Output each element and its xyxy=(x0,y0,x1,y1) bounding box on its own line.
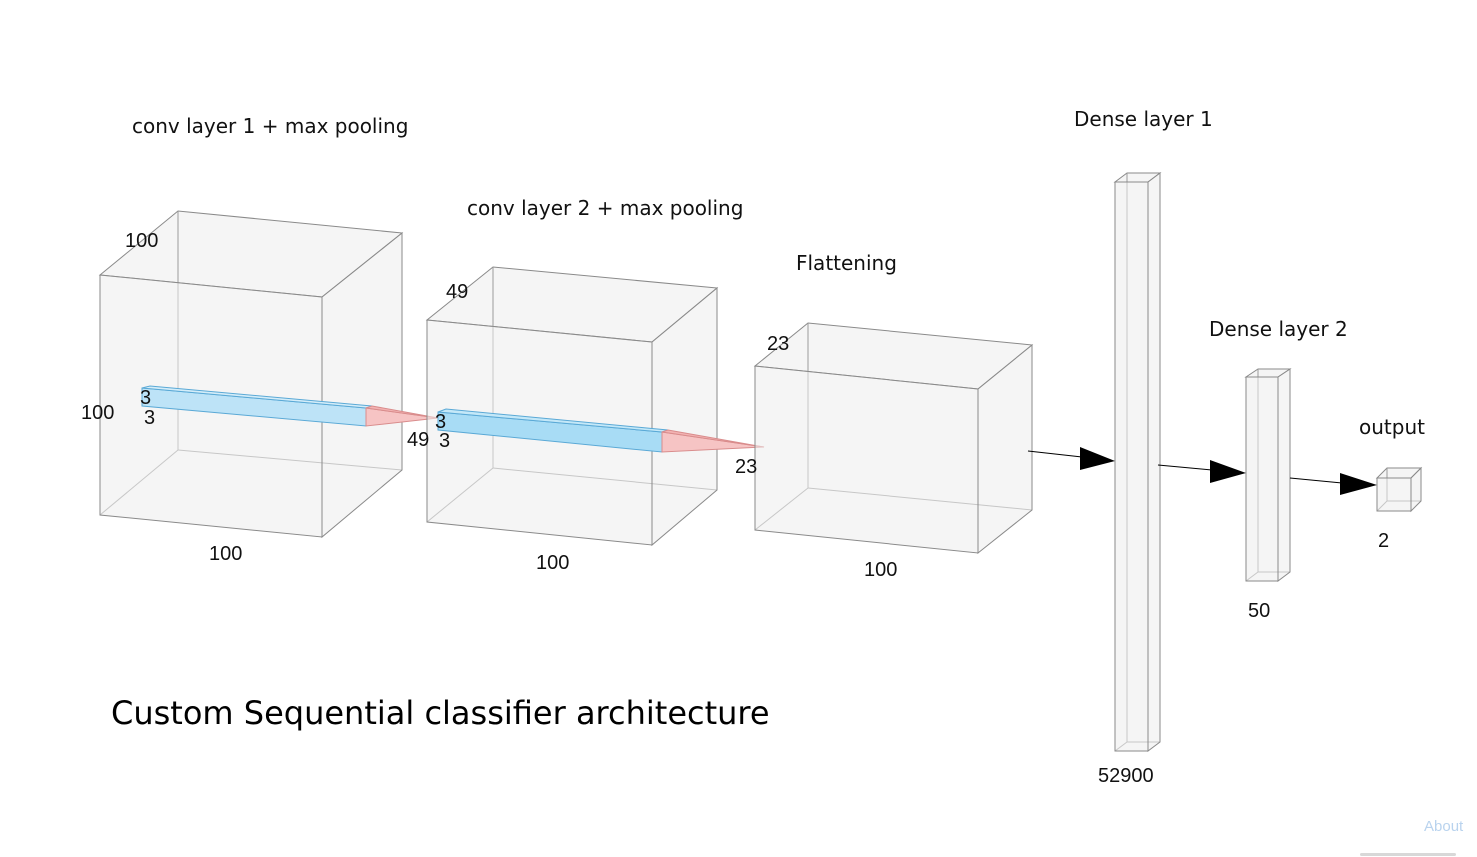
conv2-kernel-a: 3 xyxy=(435,411,446,433)
output-label: output xyxy=(1359,415,1425,439)
dense2-label: Dense layer 2 xyxy=(1209,317,1348,341)
conv1-pyramid xyxy=(365,405,439,427)
conv2-width: 100 xyxy=(536,552,569,574)
conv2-kernel-b: 3 xyxy=(439,430,450,452)
conv1-label: conv layer 1 + max pooling xyxy=(132,114,408,138)
arrow-dense1-to-dense2 xyxy=(1157,460,1246,483)
arrow-flatten-to-dense1 xyxy=(1027,447,1115,470)
conv2-height: 49 xyxy=(407,429,429,451)
about-link[interactable]: About xyxy=(1424,818,1464,835)
flattening-label: Flattening xyxy=(796,251,897,275)
flatten-height: 23 xyxy=(735,456,757,478)
flatten-width: 100 xyxy=(864,559,897,581)
conv2-depth: 49 xyxy=(446,281,468,303)
dense-layer-1-box xyxy=(1113,172,1162,752)
conv-layer-1-box xyxy=(98,210,404,539)
conv1-kernel-a: 3 xyxy=(140,387,151,409)
diagram-title: Custom Sequential classifier architectur… xyxy=(111,694,770,732)
flattening-box xyxy=(753,322,1034,555)
conv2-pyramid xyxy=(661,429,765,453)
conv1-height: 100 xyxy=(81,402,114,424)
output-size: 2 xyxy=(1378,530,1389,552)
dense1-size: 52900 xyxy=(1098,765,1154,787)
arrow-dense2-to-output xyxy=(1289,473,1377,495)
scrollbar[interactable] xyxy=(1360,853,1456,856)
conv1-width: 100 xyxy=(209,543,242,565)
output-box xyxy=(1375,466,1423,513)
dense-layer-2-box xyxy=(1244,368,1292,582)
dense2-size: 50 xyxy=(1248,600,1270,622)
conv1-kernel-b: 3 xyxy=(144,407,155,429)
conv1-depth: 100 xyxy=(125,230,158,252)
conv2-label: conv layer 2 + max pooling xyxy=(467,196,743,220)
dense1-label: Dense layer 1 xyxy=(1074,107,1213,131)
flatten-depth: 23 xyxy=(767,333,789,355)
conv-layer-2-box xyxy=(425,266,719,547)
